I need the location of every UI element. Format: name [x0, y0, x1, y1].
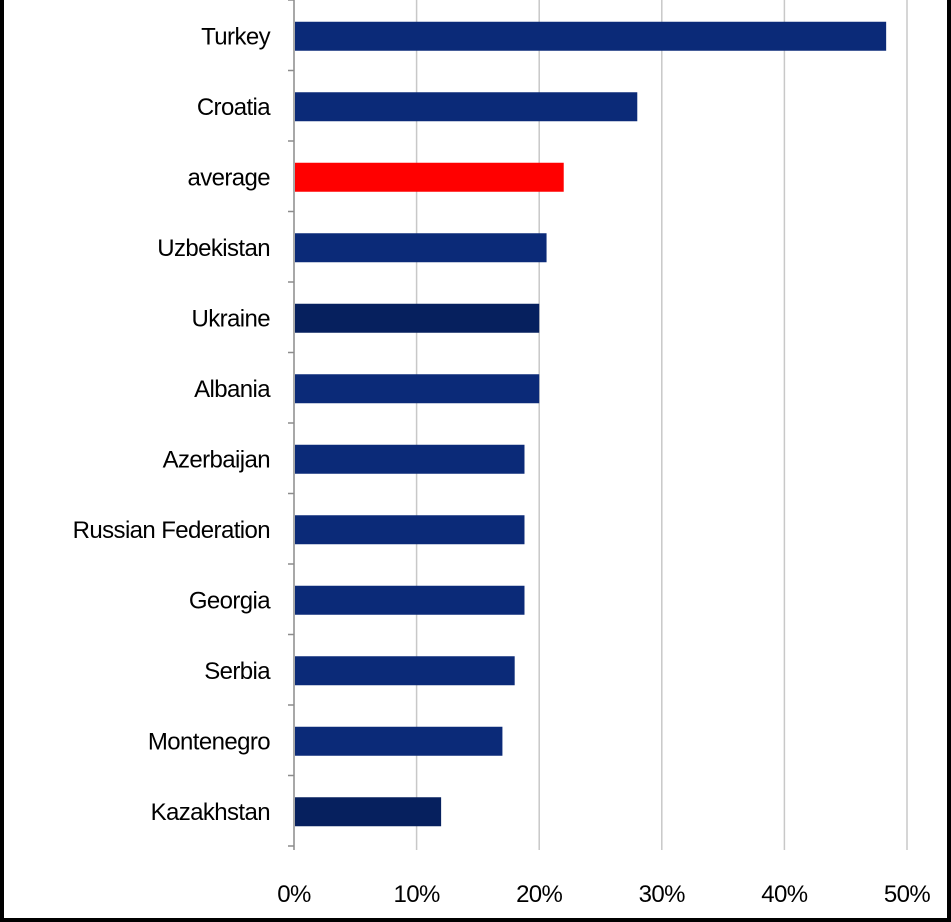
x-tick-label: 50%	[884, 881, 930, 908]
category-label: Kazakhstan	[151, 799, 270, 826]
bar-azerbaijan	[295, 444, 525, 474]
category-label: Turkey	[201, 23, 270, 50]
x-tick-label: 20%	[516, 881, 562, 908]
category-label: Uzbekistan	[157, 235, 270, 262]
bar-average	[295, 162, 564, 192]
x-tick-label: 10%	[393, 881, 439, 908]
bar-albania	[295, 374, 540, 404]
bar-russian-federation	[295, 515, 525, 545]
bar-georgia	[295, 585, 525, 615]
x-tick-label: 40%	[761, 881, 807, 908]
bar-ukraine	[295, 303, 540, 333]
category-label: Montenegro	[148, 728, 270, 755]
bar-montenegro	[295, 726, 503, 756]
x-tick-label: 30%	[639, 881, 685, 908]
bar-uzbekistan	[295, 233, 547, 263]
bar-kazakhstan	[295, 797, 442, 827]
category-label: Albania	[194, 376, 271, 403]
category-label: Serbia	[204, 658, 271, 685]
bar-serbia	[295, 656, 515, 686]
category-label: Russian Federation	[73, 517, 270, 544]
bar-turkey	[295, 21, 887, 51]
category-label: Croatia	[197, 94, 271, 121]
category-label: Azerbaijan	[163, 446, 270, 473]
category-label: Georgia	[189, 587, 271, 614]
category-label: average	[187, 164, 270, 191]
category-label: Ukraine	[192, 305, 271, 332]
bar-croatia	[295, 92, 638, 122]
x-tick-label: 0%	[277, 881, 311, 908]
